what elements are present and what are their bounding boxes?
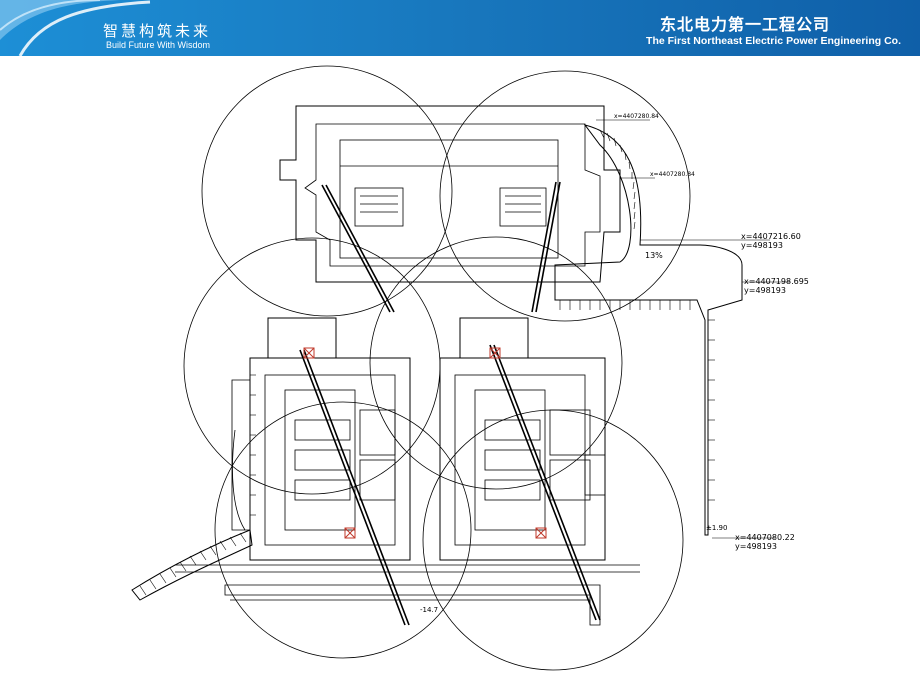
radius-circle-4 (369, 236, 623, 490)
coord-label-top-1: x=4407280.84 (614, 113, 659, 120)
elevation-label-2: -14.7 (420, 606, 438, 614)
engineering-site-plan: x=4407216.60 y=498193 x=4407198.695 y=49… (131, 65, 809, 671)
coord-label-2-y: y=498193 (744, 286, 786, 295)
radius-circle-6 (422, 409, 684, 671)
road-hatching (139, 374, 256, 596)
leader-lines (596, 119, 790, 539)
company-name-english: The First Northeast Electric Power Engin… (646, 35, 901, 47)
lower-building-left (231, 317, 411, 561)
lower-building-right (439, 317, 606, 561)
annotations: x=4407216.60 y=498193 x=4407198.695 y=49… (420, 113, 809, 614)
banner-background (0, 0, 920, 56)
company-name-chinese: 东北电力第一工程公司 (659, 15, 830, 34)
crane-bases (303, 347, 547, 539)
crane-booms (299, 181, 601, 626)
coord-label-1-y: y=498193 (741, 241, 783, 250)
radius-circle-2 (439, 70, 691, 322)
upper-building (279, 105, 621, 283)
radius-circle-3 (183, 237, 441, 495)
ramp-upper-right (554, 124, 743, 536)
slogan-english: Build Future With Wisdom (106, 40, 211, 50)
coord-label-2-x: x=4407198.695 (744, 277, 809, 286)
slogan-chinese: 智慧构筑未来 (103, 22, 212, 40)
coord-label-1-x: x=4407216.60 (741, 232, 801, 241)
radius-circle-5 (214, 401, 472, 659)
header-banner: 智慧构筑未来 Build Future With Wisdom 东北电力第一工程… (0, 0, 920, 56)
coord-label-3-y: y=498193 (735, 542, 777, 551)
ramp-hatching (559, 129, 715, 501)
bottom-road (131, 529, 640, 626)
radius-circle-1 (201, 65, 453, 317)
coord-label-top-2: x=4407280.84 (650, 171, 695, 178)
slope-label: 13% (645, 251, 663, 260)
elevation-label-1: ±1.90 (706, 524, 727, 532)
coord-label-3-x: x=4407080.22 (735, 533, 795, 542)
